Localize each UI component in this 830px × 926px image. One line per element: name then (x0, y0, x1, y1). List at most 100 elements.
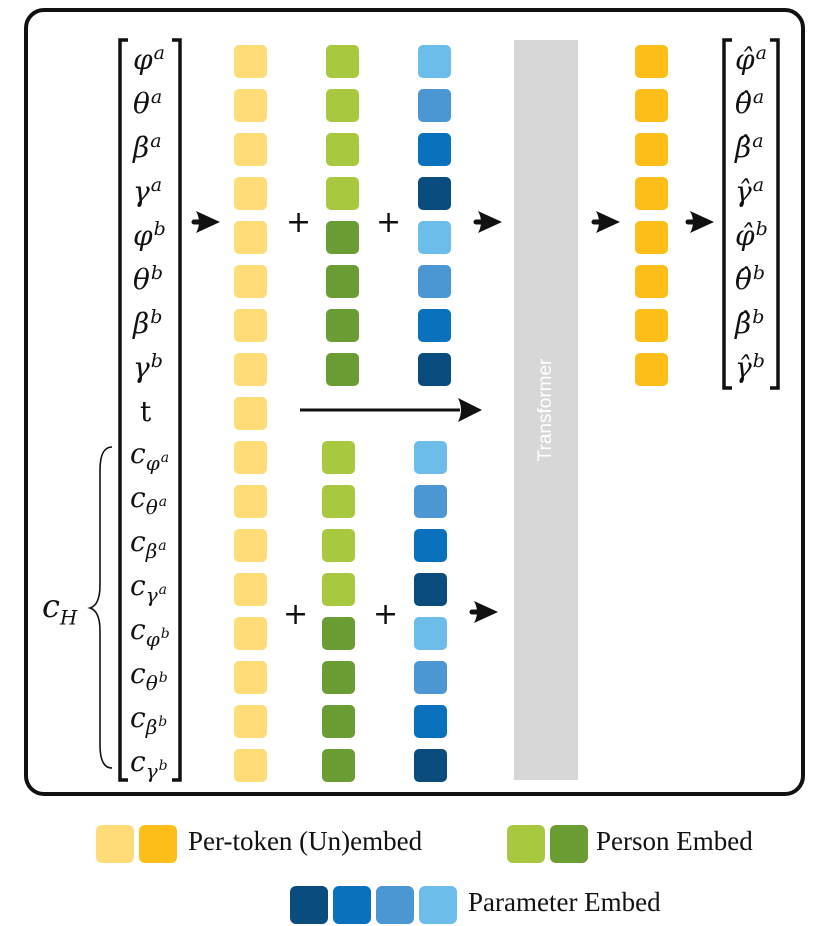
symbol-subscript-base: φ (145, 626, 160, 651)
symbol-subscript-superscript: a (158, 537, 167, 554)
person-embed-block (322, 705, 355, 738)
condition-symbol: cφa (130, 437, 169, 473)
symbol-subscript-superscript: a (160, 449, 170, 466)
diagram-frame (24, 8, 805, 796)
token-embed-block (234, 353, 267, 386)
condition-group-symbol: cH (42, 590, 77, 627)
parameter-embed-block (418, 353, 451, 386)
symbol-subscript-superscript: b (158, 713, 168, 730)
symbol-subscript-superscript: b (160, 625, 170, 642)
time-symbol: t (140, 398, 151, 426)
symbol-base: c (130, 613, 146, 646)
input-symbol: βb (133, 307, 162, 340)
transformer-block: Transformer (514, 40, 578, 780)
token-unembed-block (635, 353, 668, 386)
symbol-base: γ̂ (735, 175, 752, 208)
person-embed-block (326, 45, 359, 78)
parameter-embed-block (414, 661, 447, 694)
symbol-base: φ̂ (735, 43, 755, 76)
legend-swatch-token-light (96, 825, 134, 863)
symbol-subscript-superscript: b (158, 757, 168, 774)
symbol-superscript: b (153, 217, 166, 240)
symbol-subscript: H (59, 605, 78, 630)
symbol-base: φ̂ (735, 219, 755, 252)
legend-swatch-person-dark (550, 825, 588, 863)
person-embed-block (326, 221, 359, 254)
input-symbol: θb (133, 263, 163, 296)
token-embed-block (234, 177, 267, 210)
symbol-base: c (130, 745, 146, 778)
symbol-base: γ (133, 175, 150, 208)
symbol-superscript: a (150, 85, 163, 108)
symbol-superscript: a (752, 129, 764, 152)
token-unembed-block (635, 177, 668, 210)
symbol-base: β (133, 307, 150, 340)
symbol-superscript: b (150, 349, 163, 372)
symbol-base: t (140, 395, 152, 428)
legend-swatch-param-3 (333, 886, 371, 924)
legend-swatch-token-dark (139, 825, 177, 863)
person-embed-block (322, 661, 355, 694)
legend-swatch-person-light (507, 825, 545, 863)
token-embed-block (234, 397, 267, 430)
parameter-embed-block (418, 309, 451, 342)
person-embed-block (326, 177, 359, 210)
parameter-embed-block (414, 749, 447, 782)
parameter-embed-block (418, 45, 451, 78)
output-symbol: φ̂b (735, 219, 768, 252)
person-embed-block (326, 133, 359, 166)
legend-swatch-param-4 (290, 886, 328, 924)
token-embed-block (234, 45, 267, 78)
symbol-base: θ (133, 263, 150, 296)
token-unembed-block (635, 45, 668, 78)
token-embed-block (234, 617, 267, 650)
condition-symbol: cβa (130, 528, 167, 561)
symbol-subscript-base: γ (145, 758, 158, 783)
token-embed-block (234, 529, 267, 562)
symbol-subscript: γb (146, 759, 168, 783)
plus-sign: + (376, 205, 402, 240)
output-symbol: β̂b (735, 307, 764, 338)
input-symbol: φb (133, 219, 166, 250)
person-embed-block (326, 265, 359, 298)
symbol-superscript: b (150, 261, 164, 284)
condition-symbol: cγa (130, 572, 167, 605)
symbol-subscript-base: γ (145, 582, 158, 607)
person-embed-block (322, 441, 355, 474)
legend-swatch-param-1 (419, 886, 457, 924)
symbol-base: c (130, 481, 146, 514)
symbol-superscript: b (755, 217, 768, 240)
person-embed-block (322, 529, 355, 562)
condition-symbol: cβb (130, 704, 167, 737)
symbol-superscript: a (752, 85, 765, 108)
output-symbol: β̂a (735, 131, 764, 162)
output-symbol: θ̂b (735, 263, 765, 294)
symbol-subscript: φa (146, 451, 169, 475)
token-embed-block (234, 309, 267, 342)
token-unembed-block (635, 309, 668, 342)
input-symbol: γb (133, 351, 163, 384)
symbol-superscript: b (752, 305, 765, 328)
symbol-subscript: βb (146, 715, 168, 739)
symbol-base: γ (133, 351, 150, 384)
symbol-subscript: θa (146, 495, 167, 519)
symbol-superscript: b (752, 261, 766, 284)
token-embed-block (234, 573, 267, 606)
input-symbol: βa (133, 131, 162, 164)
parameter-embed-block (414, 529, 447, 562)
parameter-embed-block (418, 265, 451, 298)
transformer-label: Transformer (535, 358, 556, 462)
token-embed-block (234, 705, 267, 738)
condition-symbol: cθb (130, 660, 168, 693)
legend-label-person: Person Embed (596, 826, 753, 856)
symbol-superscript: a (150, 173, 163, 196)
person-embed-block (326, 89, 359, 122)
plus-sign: + (283, 597, 309, 632)
symbol-subscript-base: β (145, 714, 158, 739)
symbol-subscript-base: φ (145, 450, 160, 475)
symbol-base: c (130, 437, 146, 470)
token-embed-block (234, 89, 267, 122)
parameter-embed-block (418, 133, 451, 166)
symbol-base: β (133, 131, 150, 164)
person-embed-block (326, 309, 359, 342)
